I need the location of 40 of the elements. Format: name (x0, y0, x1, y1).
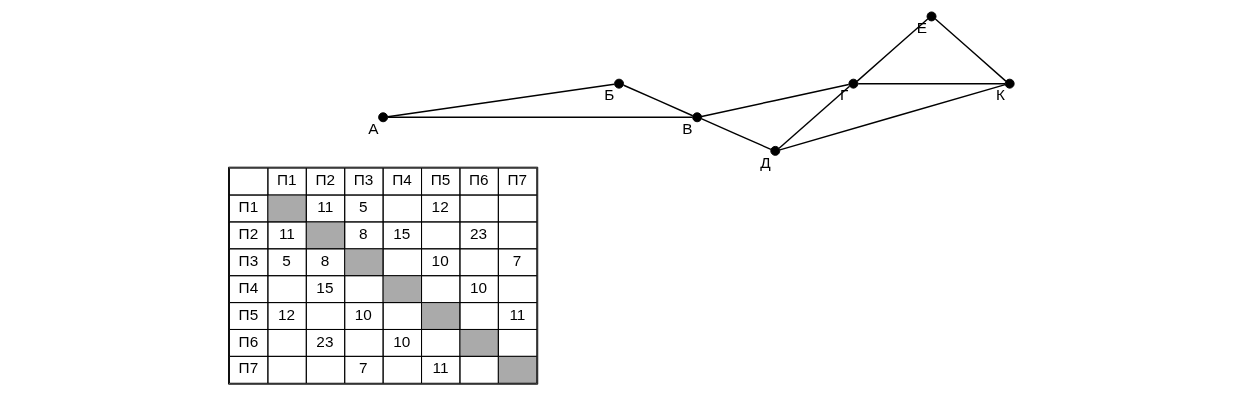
label: 11 (278, 225, 295, 243)
node-label: К (995, 86, 1005, 104)
label: П6 (468, 171, 489, 189)
node-label: Е (916, 19, 927, 37)
label: 7 (358, 359, 368, 377)
label: П4 (238, 278, 258, 296)
label: 7 (512, 251, 521, 269)
node-label: Д (759, 153, 771, 171)
label: 11 (316, 198, 333, 216)
label: П7 (238, 359, 258, 377)
label: 11 (432, 359, 449, 377)
label: 10 (392, 332, 410, 350)
label: 23 (315, 332, 333, 350)
label: П2 (314, 171, 335, 189)
label: 23 (469, 225, 487, 243)
label: 5 (281, 251, 291, 269)
label: 5 (358, 198, 368, 216)
label: 8 (358, 225, 368, 243)
node-label: А (367, 120, 378, 138)
label: П7 (506, 171, 527, 189)
label: П1 (276, 171, 297, 189)
label: 10 (354, 305, 372, 323)
label: П5 (238, 305, 258, 323)
label: 11 (508, 305, 525, 323)
node-label: Б (603, 86, 614, 104)
label: 8 (320, 251, 329, 269)
label: П6 (238, 332, 258, 350)
label: П3 (353, 171, 373, 189)
label: 15 (315, 278, 333, 296)
label: П3 (238, 251, 258, 269)
label: П5 (430, 171, 450, 189)
label: 15 (392, 225, 410, 243)
label: 12 (431, 198, 449, 216)
node-label: В (681, 120, 693, 138)
label: П1 (238, 198, 258, 216)
label: П2 (238, 225, 258, 243)
label: 10 (431, 251, 449, 269)
label: П4 (391, 171, 412, 189)
label: 10 (469, 278, 487, 296)
label: 12 (277, 305, 295, 323)
